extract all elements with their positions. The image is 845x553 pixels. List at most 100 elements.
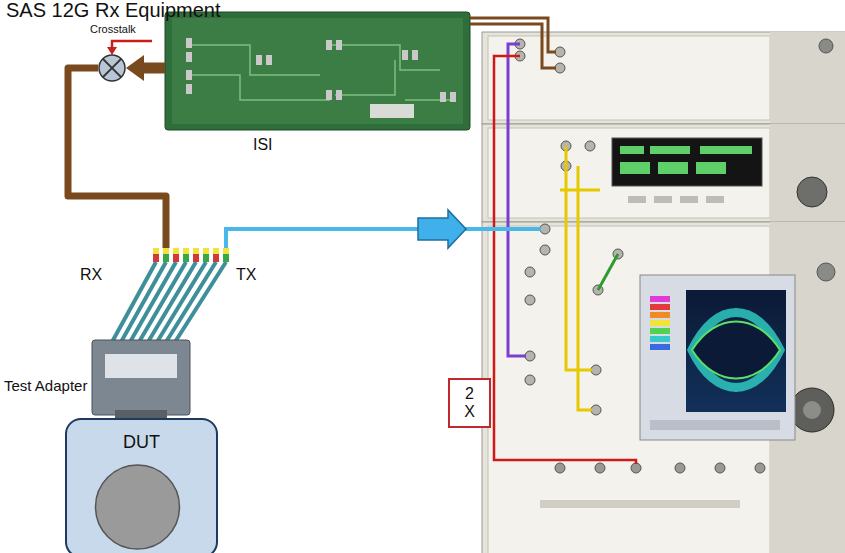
drive-disk — [96, 465, 180, 549]
mixer-node: Crosstalk — [98, 54, 126, 82]
instrument-stack — [620, 162, 650, 174]
isi-pcb — [402, 50, 408, 60]
instrument-stack — [650, 304, 670, 310]
instrument-stack — [628, 196, 646, 203]
node-label: DUT — [67, 432, 216, 453]
instrument-stack — [650, 328, 670, 334]
instrument-stack — [650, 312, 670, 318]
instrument-stack — [819, 39, 833, 53]
adapter-body — [92, 340, 190, 415]
instrument-stack — [680, 196, 698, 203]
instrument-cable — [578, 166, 592, 410]
instrument-stack — [658, 162, 688, 174]
instrument-stack — [612, 138, 762, 186]
instrument-stack — [790, 388, 834, 432]
dut-box: DUT — [65, 418, 218, 553]
instrument-connector — [540, 224, 550, 234]
instrument-cable — [598, 254, 618, 290]
isi-pcb — [172, 18, 463, 124]
adapter-body — [105, 354, 177, 378]
instrument-stack — [692, 313, 780, 388]
adapter-cable-fan — [173, 248, 179, 254]
instrument-cable — [508, 44, 526, 356]
adapter-cable-fan — [213, 254, 219, 262]
isi-pcb — [336, 90, 342, 100]
instrument-stack — [650, 320, 670, 326]
isi-pcb — [165, 12, 470, 130]
instrument-stack — [595, 463, 605, 473]
block-arrow — [144, 63, 165, 74]
isi-pcb — [370, 104, 414, 118]
instrument-stack — [488, 128, 770, 218]
instrument-stack — [482, 124, 845, 222]
isi-pcb — [186, 52, 192, 62]
instrument-stack — [482, 222, 845, 553]
instrument-connector — [555, 63, 565, 73]
instrument-stack — [686, 290, 786, 412]
node-label: 2 X — [463, 385, 477, 421]
instrument-stack — [482, 32, 845, 124]
instrument-stack — [755, 463, 765, 473]
isi-pcb — [326, 90, 332, 100]
port-label: RX — [80, 266, 102, 284]
port-label: TX — [236, 266, 256, 284]
instrument-connector — [525, 295, 535, 305]
instrument-cable — [226, 18, 636, 464]
instrument-cable — [560, 189, 600, 192]
multiplier-box: 2 X — [448, 378, 491, 428]
isi-board: ISI — [165, 12, 470, 130]
isi-pcb — [412, 50, 418, 60]
instrument-connector — [525, 267, 535, 277]
isi-pcb — [326, 40, 332, 50]
instrument-connector — [555, 47, 565, 57]
adapter-cable-fan — [223, 254, 229, 262]
instrument-stack — [696, 162, 726, 174]
instrument-stack — [650, 336, 670, 342]
isi-pcb — [190, 45, 450, 100]
instrument-stack — [488, 36, 770, 120]
instrument-connector — [525, 351, 535, 361]
isi-pcb — [186, 70, 192, 80]
adapter-cable-fan — [163, 254, 169, 262]
instrument-stack — [692, 322, 780, 379]
instrument-cable — [226, 229, 541, 250]
diagram-title: SAS 12G Rx Equipment — [6, 0, 221, 21]
instrument-stack — [650, 344, 670, 350]
instrument-connector — [591, 365, 601, 375]
instrument-connector — [525, 375, 535, 385]
instrument-stack — [770, 32, 845, 124]
isi-pcb — [256, 55, 262, 65]
isi-pcb — [450, 92, 456, 102]
adapter-cable-fan — [203, 254, 209, 262]
node-label: ISI — [253, 136, 273, 154]
adapter-cable-fan — [183, 248, 189, 254]
instrument-stack — [555, 463, 565, 473]
isi-pcb — [165, 12, 470, 130]
adapter-body — [92, 340, 190, 419]
adapter-cable-fan — [213, 248, 219, 254]
instrument-stack — [620, 146, 644, 154]
instrument-cable — [470, 24, 556, 68]
instrument-cable — [418, 210, 466, 248]
instrument-cable — [494, 56, 636, 464]
instrument-stack — [797, 177, 827, 207]
mixer-symbol — [98, 54, 126, 82]
crosstalk-arrow — [112, 41, 152, 47]
adapter-cable-fan — [153, 248, 159, 254]
node-label: Crosstalk — [90, 23, 136, 35]
instrument-stack — [803, 401, 821, 419]
instrument-stack — [654, 196, 672, 203]
adapter-cable-fan — [183, 254, 189, 262]
instrument-stack — [650, 420, 780, 430]
instrument-connector — [540, 245, 550, 255]
mixer-cross — [103, 59, 121, 77]
test-adapter: Test Adapter — [92, 248, 235, 415]
isi-pcb — [440, 92, 446, 102]
isi-pcb — [186, 38, 192, 48]
instrument-stack — [482, 32, 845, 553]
adapter-cable-fan — [153, 254, 159, 262]
adapter-cable-fan — [173, 254, 179, 262]
instrument-stack — [715, 463, 725, 473]
instrument-stack — [770, 124, 845, 222]
